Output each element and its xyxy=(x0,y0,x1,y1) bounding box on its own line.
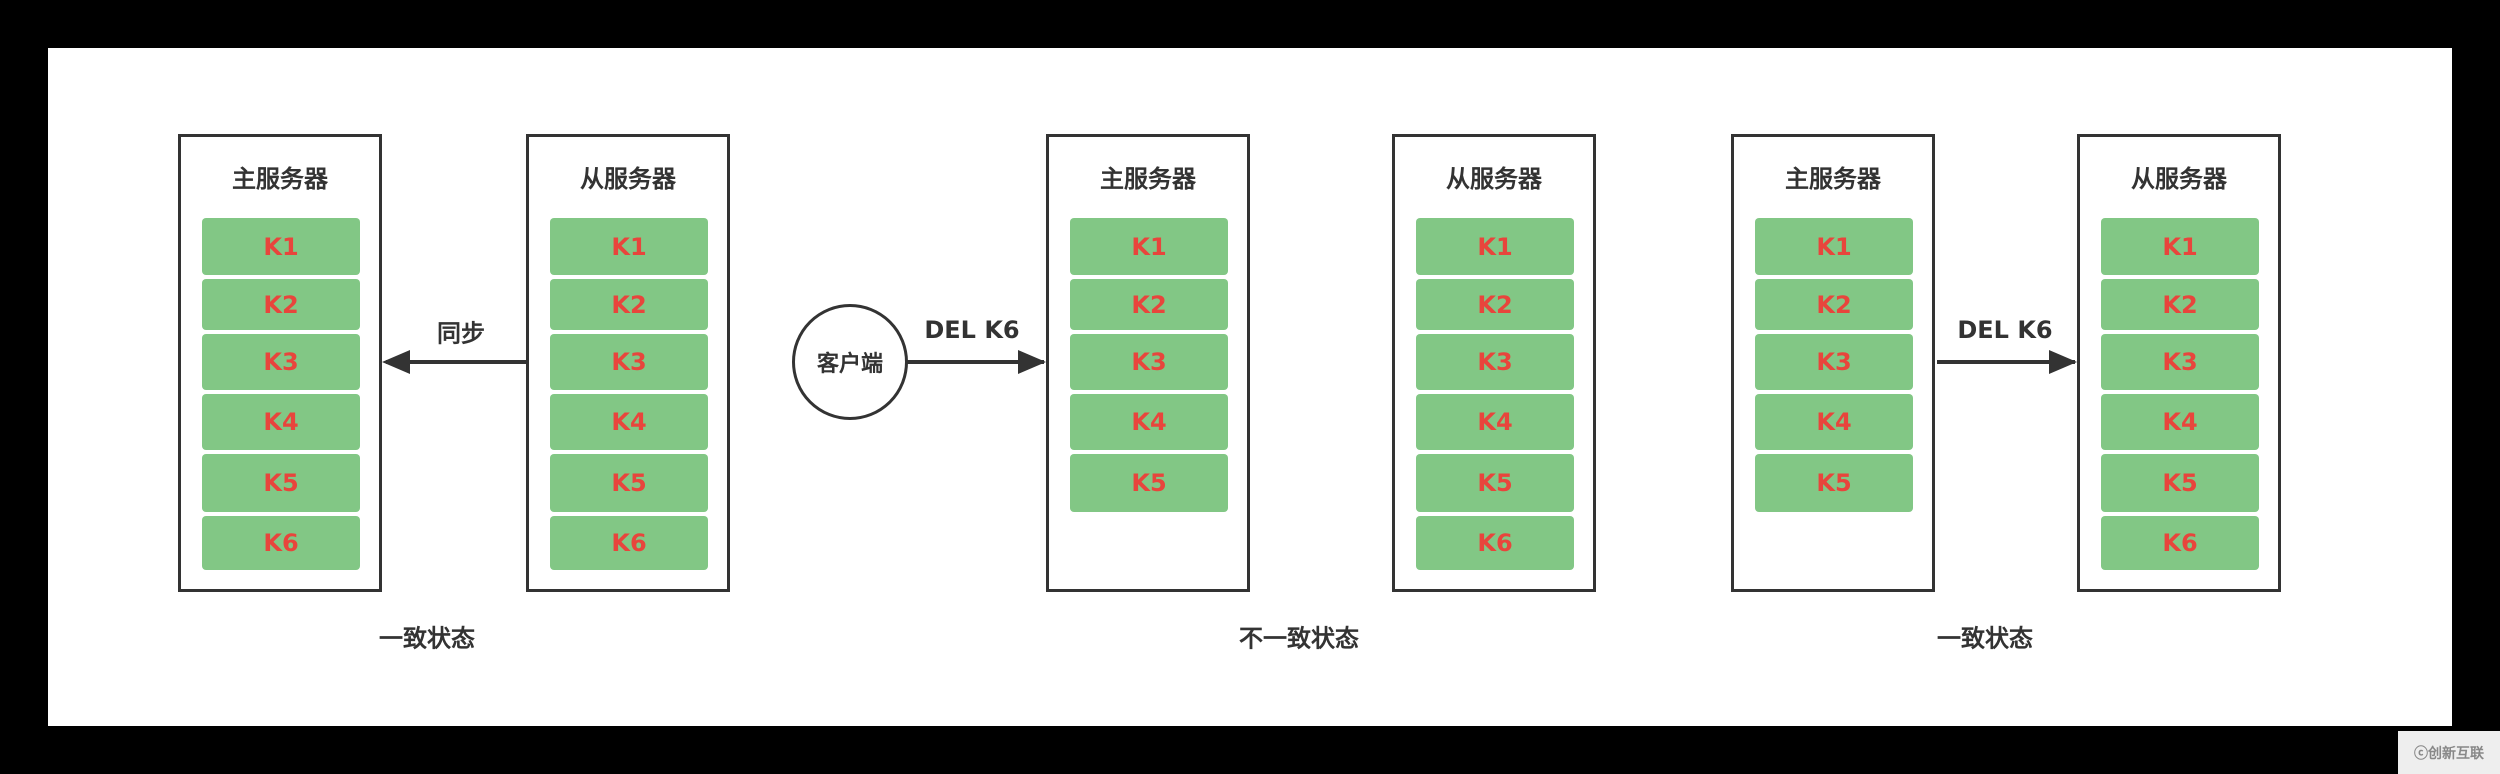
key-item: K2 xyxy=(202,279,360,330)
key-item: K5 xyxy=(1755,454,1913,512)
key-item: K2 xyxy=(1416,279,1574,330)
server-title: 从服务器 xyxy=(580,165,676,193)
del-label: DEL K6 xyxy=(1957,316,2053,344)
key-item: K4 xyxy=(550,394,708,450)
client-label: 客户端 xyxy=(816,352,883,377)
diagram-canvas xyxy=(48,48,2452,726)
del-label: DEL K6 xyxy=(924,316,1020,344)
server-title: 从服务器 xyxy=(2131,165,2227,193)
key-item: K2 xyxy=(1755,279,1913,330)
key-item: K1 xyxy=(1416,218,1574,275)
key-item: K4 xyxy=(1755,394,1913,450)
key-item: K1 xyxy=(202,218,360,275)
server-title: 主服务器 xyxy=(232,165,328,193)
state-label: 不一致状态 xyxy=(1239,624,1359,653)
watermark-text: 创新互联 xyxy=(2428,745,2484,762)
key-item: K6 xyxy=(550,516,708,570)
key-item: K6 xyxy=(1416,516,1574,570)
key-item: K2 xyxy=(550,279,708,330)
key-item: K4 xyxy=(1070,394,1228,450)
key-item: K1 xyxy=(550,218,708,275)
key-item: K2 xyxy=(1070,279,1228,330)
key-item: K5 xyxy=(202,454,360,512)
key-item: K1 xyxy=(2101,218,2259,275)
key-item: K6 xyxy=(2101,516,2259,570)
arrowhead xyxy=(2049,350,2077,374)
key-item: K1 xyxy=(1755,218,1913,275)
arrowhead xyxy=(382,350,410,374)
state-label: 一致状态 xyxy=(1937,624,2033,653)
key-item: K3 xyxy=(1070,334,1228,390)
watermark-logo: ⓒ 创新互联 xyxy=(2398,731,2500,774)
key-item: K5 xyxy=(550,454,708,512)
key-item: K3 xyxy=(550,334,708,390)
key-item: K5 xyxy=(1070,454,1228,512)
server-title: 主服务器 xyxy=(1785,165,1881,193)
key-item: K3 xyxy=(1416,334,1574,390)
key-item: K5 xyxy=(2101,454,2259,512)
key-item: K3 xyxy=(202,334,360,390)
key-item: K1 xyxy=(1070,218,1228,275)
key-item: K6 xyxy=(202,516,360,570)
server-title: 主服务器 xyxy=(1100,165,1196,193)
key-item: K4 xyxy=(1416,394,1574,450)
state-label: 一致状态 xyxy=(379,624,475,653)
key-item: K2 xyxy=(2101,279,2259,330)
server-title: 从服务器 xyxy=(1446,165,1542,193)
key-item: K3 xyxy=(2101,334,2259,390)
key-item: K3 xyxy=(1755,334,1913,390)
key-item: K5 xyxy=(1416,454,1574,512)
key-item: K4 xyxy=(2101,394,2259,450)
key-item: K4 xyxy=(202,394,360,450)
client-node: 客户端 xyxy=(792,304,908,420)
sync-label: 同步 xyxy=(437,319,485,348)
arrowhead xyxy=(1018,350,1046,374)
